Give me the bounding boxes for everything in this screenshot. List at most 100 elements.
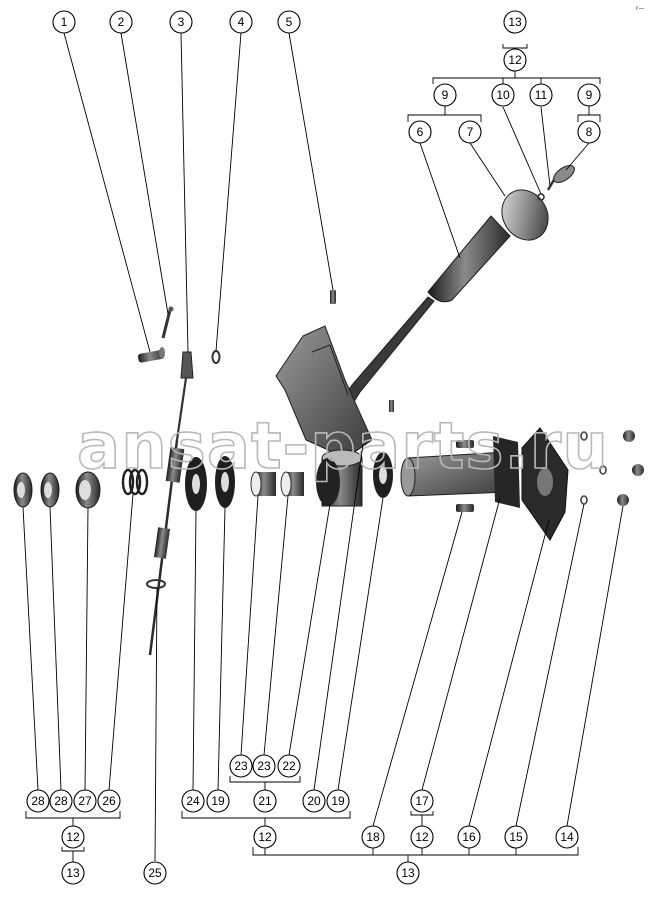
callout-16: 16 [457, 825, 481, 849]
svg-text:12: 12 [415, 830, 429, 844]
part-housing-20 [316, 449, 363, 507]
callout-3: 3 [169, 10, 193, 34]
part-nut-28-b [40, 472, 60, 508]
callout-13-right: 13 [396, 861, 420, 885]
callout-28-b: 28 [49, 789, 73, 813]
part-bushing-23-a [250, 471, 276, 497]
svg-text:2: 2 [118, 15, 125, 29]
part-washer-19-right [373, 452, 393, 498]
part-cable-25 [146, 439, 185, 656]
callout-5: 5 [277, 10, 301, 34]
callout-labels: 1 2 3 4 5 13 12 9 10 11 9 6 7 8 23 23 22… [26, 10, 601, 885]
callout-4: 4 [229, 10, 253, 34]
callout-19-left: 19 [206, 789, 230, 813]
svg-text:5: 5 [286, 15, 293, 29]
svg-text:27: 27 [78, 794, 92, 808]
callout-23-a: 23 [229, 754, 253, 778]
callout-2: 2 [109, 10, 133, 34]
svg-text:18: 18 [366, 830, 380, 844]
callout-24: 24 [181, 789, 205, 813]
part-bolt-5 [330, 290, 336, 304]
part-bolt-18 [456, 440, 474, 512]
part-fork-rod-3 [175, 351, 194, 441]
callout-14: 14 [555, 825, 579, 849]
svg-text:16: 16 [462, 830, 476, 844]
callout-20: 20 [302, 789, 326, 813]
corner-mark: r— [636, 5, 644, 12]
svg-text:10: 10 [496, 88, 510, 102]
part-shaft-17 [400, 436, 520, 508]
callout-19-right: 19 [326, 789, 350, 813]
callout-11: 11 [529, 83, 553, 107]
svg-text:12: 12 [508, 53, 522, 67]
svg-text:20: 20 [307, 794, 321, 808]
callout-13-top: 13 [503, 10, 527, 34]
svg-text:13: 13 [508, 15, 522, 29]
svg-text:19: 19 [331, 794, 345, 808]
callout-9-left: 9 [433, 83, 457, 107]
parts-illustration [13, 165, 644, 656]
part-pin-1 [137, 347, 165, 363]
grouping-brackets [25, 44, 601, 862]
part-washer-19-left [215, 456, 235, 508]
callout-21: 21 [253, 789, 277, 813]
svg-text:24: 24 [186, 794, 200, 808]
svg-text:23: 23 [257, 759, 271, 773]
svg-text:14: 14 [560, 830, 574, 844]
watermark-text: ansat-parts.ru [77, 410, 609, 484]
svg-text:3: 3 [178, 15, 185, 29]
callout-23-b: 23 [252, 754, 276, 778]
callout-15: 15 [504, 825, 528, 849]
callout-13-left: 13 [61, 861, 85, 885]
svg-text:1: 1 [61, 15, 68, 29]
callout-17: 17 [410, 789, 434, 813]
callout-7: 7 [458, 120, 482, 144]
callout-25: 25 [143, 861, 167, 885]
part-small-bolt [389, 400, 394, 412]
part-washer-24 [185, 457, 207, 511]
svg-text:28: 28 [31, 794, 45, 808]
callout-9-right: 9 [577, 83, 601, 107]
svg-text:13: 13 [66, 866, 80, 880]
svg-text:8: 8 [586, 125, 593, 139]
part-spring-26 [121, 468, 149, 496]
callout-12-left: 12 [61, 825, 85, 849]
part-clip-4 [211, 350, 221, 364]
svg-text:26: 26 [102, 794, 116, 808]
part-cap-8 [553, 165, 575, 183]
svg-text:7: 7 [467, 125, 474, 139]
leader-lines [22, 32, 624, 862]
callout-12-middle: 12 [253, 825, 277, 849]
callout-28-a: 28 [26, 789, 50, 813]
callout-26: 26 [97, 789, 121, 813]
part-lever-6 [344, 215, 511, 406]
svg-text:9: 9 [586, 88, 593, 102]
svg-text:12: 12 [258, 830, 272, 844]
svg-text:21: 21 [258, 794, 272, 808]
svg-text:4: 4 [238, 15, 245, 29]
svg-text:22: 22 [282, 759, 296, 773]
part-bushing-23-b [280, 471, 304, 497]
svg-text:23: 23 [234, 759, 248, 773]
callout-10: 10 [491, 83, 515, 107]
part-cotter-pin-2 [161, 306, 174, 339]
svg-text:17: 17 [415, 794, 429, 808]
callout-12-right: 12 [410, 825, 434, 849]
part-knob-7 [501, 189, 549, 241]
callout-12-top: 12 [503, 48, 527, 72]
callout-18: 18 [361, 825, 385, 849]
callout-27: 27 [73, 789, 97, 813]
part-nut-28-a [13, 472, 33, 508]
callout-8: 8 [577, 120, 601, 144]
svg-text:19: 19 [211, 794, 225, 808]
callout-6: 6 [408, 120, 432, 144]
svg-text:25: 25 [148, 866, 162, 880]
svg-text:6: 6 [417, 125, 424, 139]
part-nut-14 [617, 430, 644, 506]
part-nut-27 [75, 471, 101, 509]
svg-text:28: 28 [54, 794, 68, 808]
svg-text:12: 12 [66, 830, 80, 844]
svg-text:9: 9 [442, 88, 449, 102]
callout-22: 22 [277, 754, 301, 778]
